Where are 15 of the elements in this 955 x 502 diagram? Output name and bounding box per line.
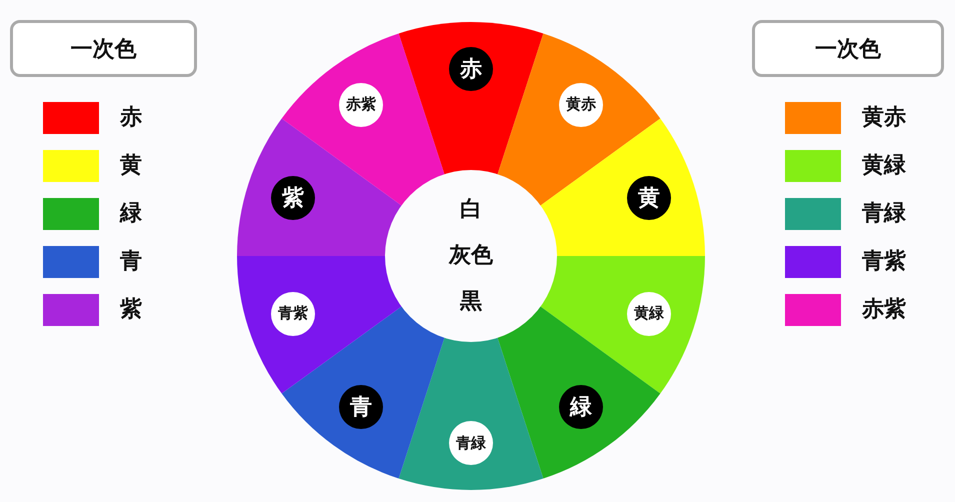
heading-box: 一次色 (752, 20, 944, 77)
color-name: 黒 (459, 289, 483, 315)
legend-label: 黄赤 (862, 104, 906, 132)
legend-label: 青 (120, 248, 142, 276)
legend-label: 黄緑 (862, 152, 906, 180)
color-name: 灰色 (448, 243, 494, 269)
legend-label: 紫 (120, 296, 142, 324)
legend-label: 青紫 (862, 248, 906, 276)
legend-label: 赤紫 (862, 296, 906, 324)
color-name: 白 (459, 197, 483, 223)
legend-label: 黄 (120, 152, 142, 180)
legend-label: 赤 (120, 104, 142, 132)
heading-box: 一次色 (10, 20, 197, 77)
legend-label: 青緑 (862, 200, 906, 228)
legend-label: 緑 (120, 200, 142, 228)
